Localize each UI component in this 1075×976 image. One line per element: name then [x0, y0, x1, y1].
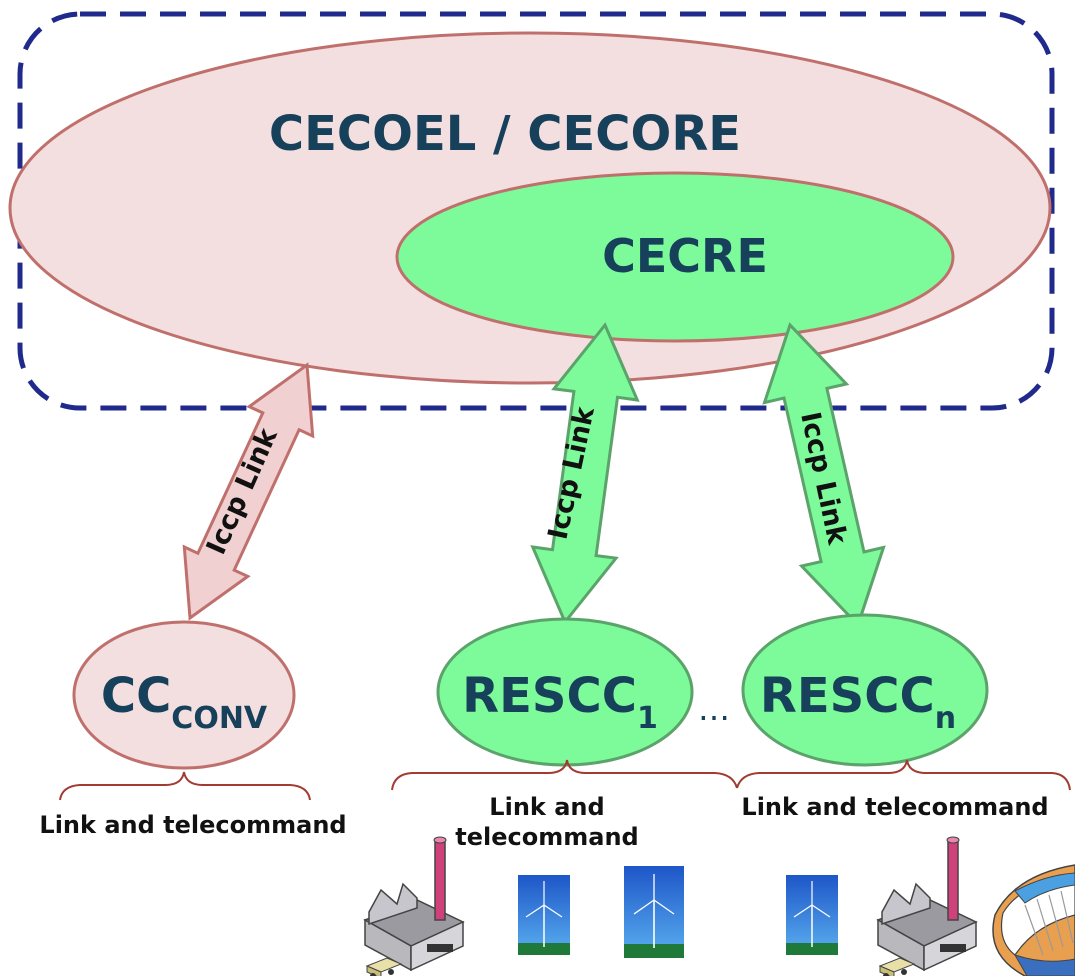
wind-turbine-icon	[518, 875, 570, 955]
cecre-region	[395, 171, 955, 343]
resccn-main: RESCC	[760, 668, 935, 724]
conv-group-label: Link and telecommand	[39, 811, 346, 839]
resccn-sub: n	[935, 701, 956, 736]
cecre-label: CECRE	[602, 229, 768, 283]
rescc1-group-brace	[391, 759, 738, 791]
cecoel-cecore-label: CECOEL / CECORE	[269, 106, 741, 162]
cc-conv-sub: CONV	[171, 701, 268, 736]
resccn-node: RESCCn	[741, 613, 989, 767]
rescc1-group-label-line2: telecommand	[455, 823, 638, 851]
nodes-ellipsis: …	[698, 690, 730, 728]
factory-icon	[876, 836, 978, 976]
control-center-boundary	[17, 11, 1055, 411]
resccn-group-brace	[736, 759, 1071, 791]
cc-conv-node: CCCONV	[72, 620, 296, 770]
conv-group-brace	[59, 771, 311, 801]
hydro-dam-icon	[992, 864, 1075, 976]
iccp-link-conv-arrow: Iccp Link	[182, 362, 315, 621]
iccp-link-resccn-arrow: Iccp Link	[762, 322, 886, 628]
rescc1-main: RESCC	[462, 668, 637, 724]
rescc1-sub: 1	[637, 701, 658, 736]
resccn-group-label: Link and telecommand	[741, 793, 1048, 821]
rescc1-node: RESCC1	[436, 617, 694, 767]
cc-conv-main: CC	[101, 668, 171, 724]
svg-text:RESCCn: RESCCn	[760, 668, 956, 736]
wind-turbine-icon	[624, 866, 684, 958]
factory-icon	[363, 836, 465, 976]
rescc1-group-label-line1: Link and	[489, 793, 604, 821]
svg-text:CCCONV: CCCONV	[101, 668, 268, 736]
wind-turbine-icon	[786, 875, 838, 955]
svg-text:RESCC1: RESCC1	[462, 668, 658, 736]
